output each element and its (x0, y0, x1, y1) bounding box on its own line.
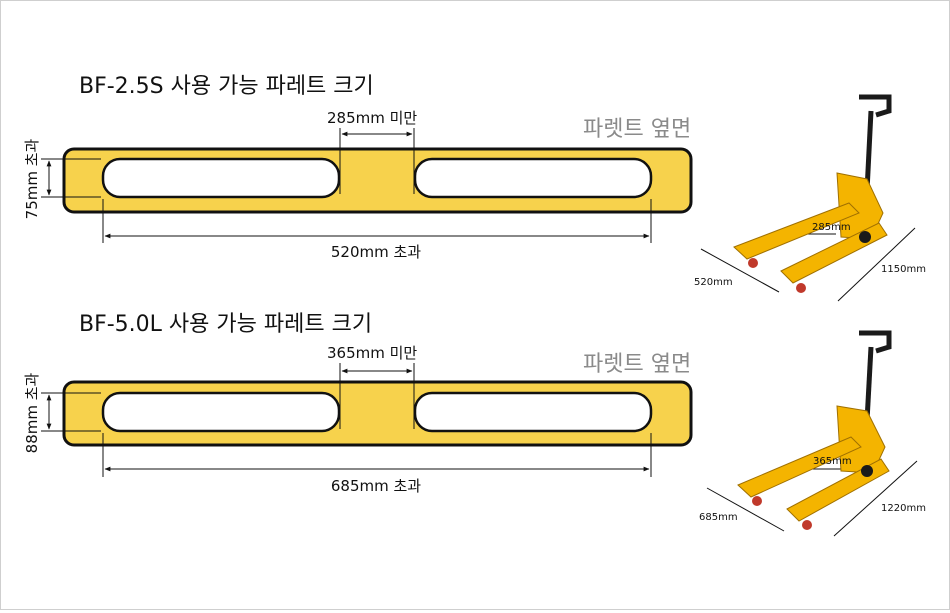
handle-shaft (864, 346, 874, 422)
fork-width-line (700, 248, 780, 293)
section-bf-2-5s: BF-2.5S 사용 가능 파레트 크기 파렛트 옆면 285mm 미만 520… (23, 74, 926, 302)
fork-width-label: 685mm (699, 512, 738, 523)
fork-length-line (833, 460, 918, 537)
section-title: BF-2.5S 사용 가능 파레트 크기 (79, 74, 374, 99)
fork-length-label: 1220mm (881, 503, 926, 514)
fork-width-line (706, 487, 785, 532)
gap-label: 285mm 미만 (327, 109, 417, 127)
fork-gap-label: 285mm (812, 222, 851, 233)
fork-length-line (837, 227, 916, 302)
pallet-left-opening (101, 391, 341, 433)
fork-left (737, 436, 862, 498)
handle-grip (859, 330, 892, 354)
fork-left (733, 202, 860, 260)
width-label: 685mm 초과 (331, 477, 421, 495)
steer-wheel (859, 231, 871, 243)
fork-length-label: 1150mm (881, 264, 926, 275)
gap-label: 365mm 미만 (327, 344, 417, 362)
fork-width-label: 520mm (694, 277, 733, 288)
width-label: 520mm 초과 (331, 243, 421, 261)
handle-grip (859, 94, 892, 118)
pallet-jack-illustration: 365mm 685mm 1220mm (699, 330, 926, 537)
pallet-right-opening (413, 157, 653, 199)
pallet-right-opening (413, 391, 653, 433)
steer-wheel (861, 465, 873, 477)
fork-wheel-right (802, 520, 812, 530)
fork-wheel-right (796, 283, 806, 293)
pallet-left-opening (101, 157, 341, 199)
pallet-side-label: 파렛트 옆면 (583, 117, 691, 142)
fork-wheel-left (752, 496, 762, 506)
section-bf-5-0l: BF-5.0L 사용 가능 파레트 크기 파렛트 옆면 365mm 미만 685… (23, 312, 926, 537)
section-title: BF-5.0L 사용 가능 파레트 크기 (79, 312, 372, 337)
height-label: 88mm 초과 (23, 372, 41, 453)
handle-shaft (864, 110, 874, 192)
fork-wheel-left (748, 258, 758, 268)
height-label: 75mm 초과 (23, 138, 41, 219)
pallet-side-label: 파렛트 옆면 (583, 352, 691, 377)
pallet-jack-illustration: 285mm 520mm 1150mm (694, 94, 926, 302)
fork-gap-label: 365mm (813, 456, 852, 467)
